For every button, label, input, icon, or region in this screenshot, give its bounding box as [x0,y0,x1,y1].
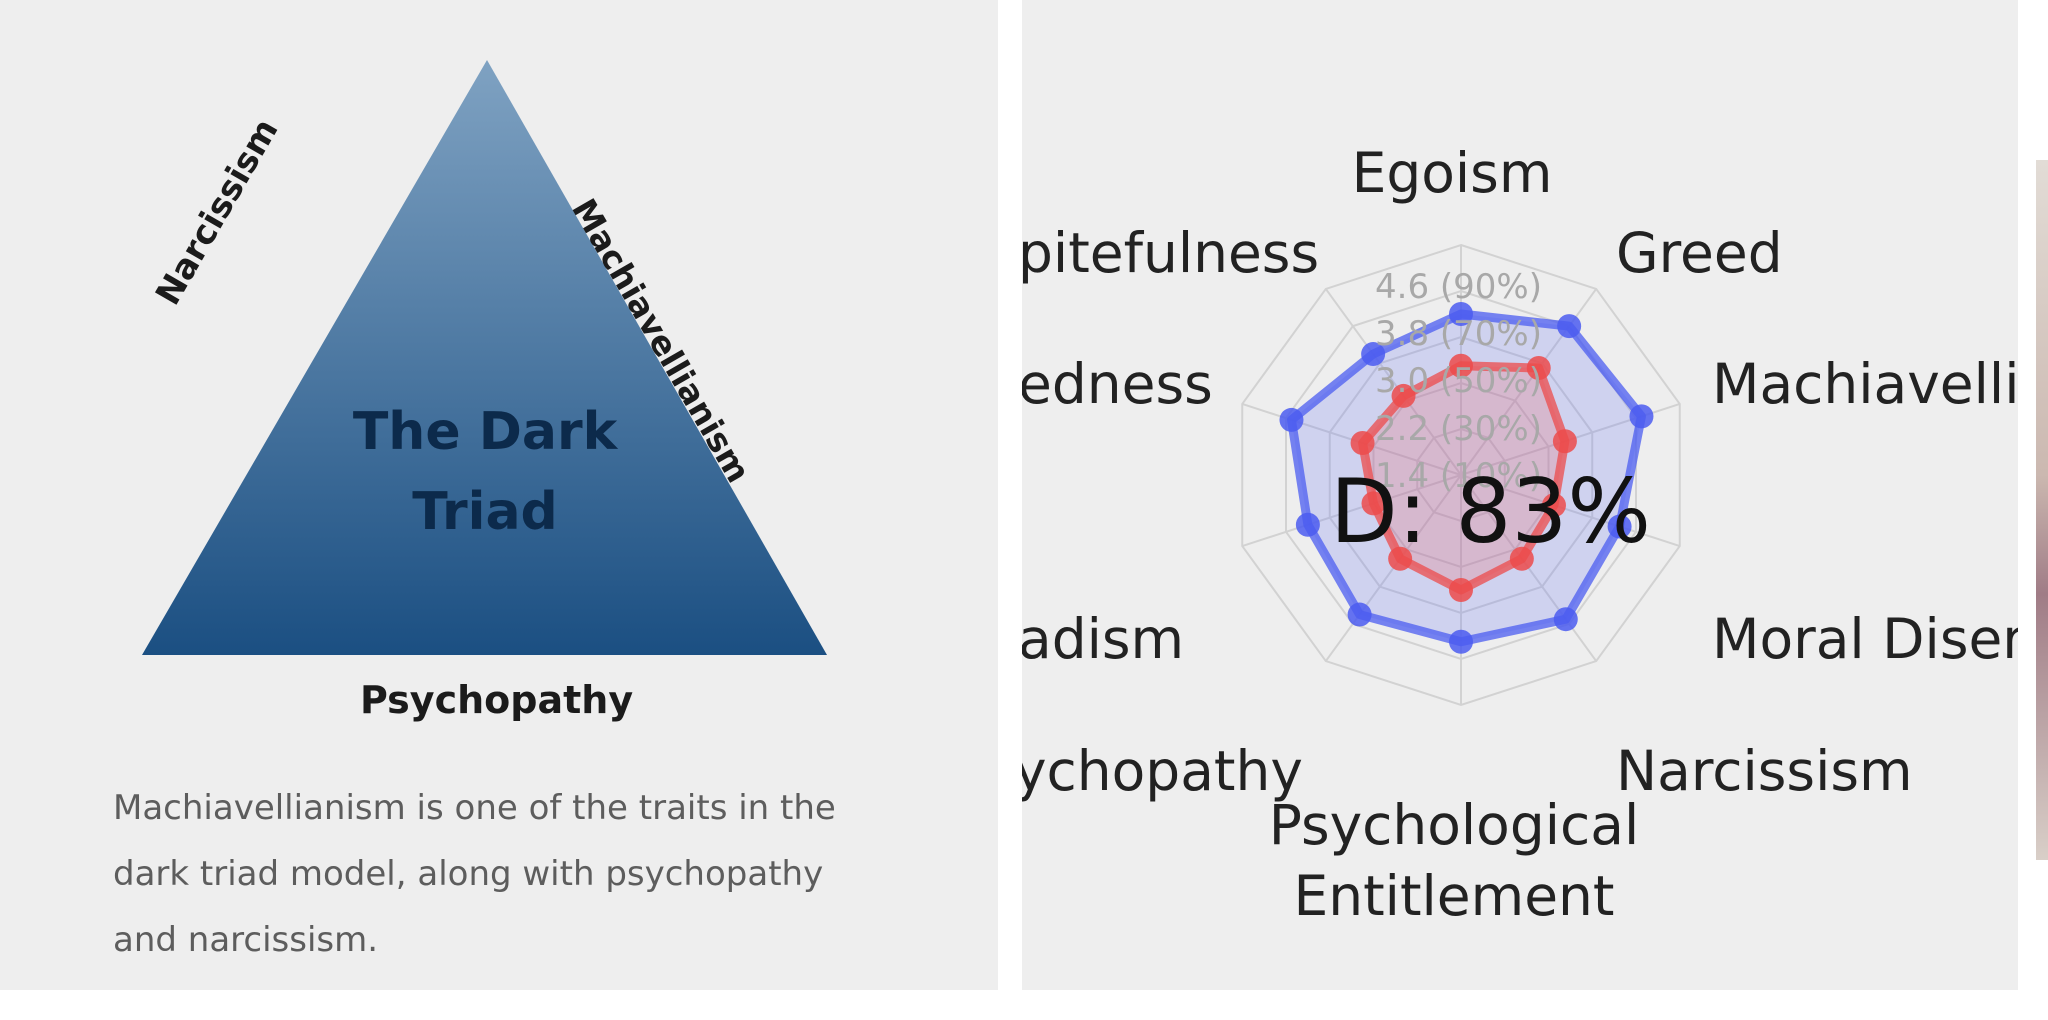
triangle-shape [142,60,827,655]
tick-label-70: 3.8 (70%) [1375,314,1542,354]
radar-series-1-point [1607,514,1632,539]
axis-label-machiavellianism: Machiavelli [1712,352,2018,416]
tick-label-30: 2.2 (30%) [1375,409,1542,449]
triangle-title-line2: Triad [412,482,558,542]
radar-chart: 4.6 (90%) 3.8 (70%) 3.0 (50%) 2.2 (30%) … [1022,141,2018,928]
adjacent-image-edge [2036,160,2048,860]
triangle-title-line1: The Dark [352,402,618,462]
radar-series-layer [1279,302,1654,654]
radar-series-2-point [1361,491,1386,516]
radar-series-2-point [1526,356,1551,381]
radar-series-2-point [1541,493,1566,518]
radar-series-1-point [1295,512,1320,537]
radar-series-2-point [1449,578,1473,602]
radar-series-1-point [1553,607,1578,632]
radar-grid-spoke [1325,288,1462,476]
label-psychopathy: Psychopathy [360,678,634,722]
radar-series-2-point [1509,546,1534,571]
axis-label-psychopathy: ychopathy [1022,739,1303,803]
radar-chart-panel: 4.6 (90%) 3.8 (70%) 3.0 (50%) 2.2 (30%) … [1022,0,2018,990]
axis-label-moral-disengagement: Moral Diser [1712,607,2018,671]
radar-series-1-point [1279,407,1304,432]
triangle-title: The Dark Triad [296,392,674,552]
radar-series-1-point [1557,314,1582,339]
axis-label-psychological: Psychological [1269,793,1640,857]
axis-label-self-interest: edness [1022,352,1213,416]
axis-label-greed: Greed [1616,221,1783,285]
axis-label-sadism: adism [1022,607,1184,671]
radar-series-2-point [1391,383,1416,408]
axis-label-narcissism: Narcissism [1616,739,1913,803]
score-label: D: 83% [1330,460,1651,563]
radar-series-2-point [1350,431,1375,456]
axis-label-entitlement: Entitlement [1294,864,1615,928]
dark-triad-panel: Narcissism Machiavellianism Psychopathy … [0,0,998,990]
axis-label-egoism: Egoism [1352,141,1553,205]
radar-series-2-point [1552,429,1577,454]
radar-series-1-point [1629,404,1654,429]
axis-label-spitefulness: pitefulness [1022,221,1319,285]
tick-label-10: 1.4 (10%) [1375,456,1542,496]
radar-grid-spoke [1241,474,1462,548]
radar-series-2-point [1388,546,1413,571]
radar-series-1-point [1449,629,1473,654]
dark-triad-triangle-graphic [142,60,827,655]
radar-grid-spoke [1460,474,1681,548]
radar-series-1-point [1361,342,1386,367]
radar-series-2-point [1449,353,1473,378]
radar-series-1-point [1347,602,1372,627]
radar-series-1-point [1449,302,1473,326]
caption-text: Machiavellianism is one of the traits in… [113,788,836,960]
tick-label-90: 4.6 (90%) [1375,267,1542,307]
tick-label-50: 3.0 (50%) [1375,361,1542,401]
